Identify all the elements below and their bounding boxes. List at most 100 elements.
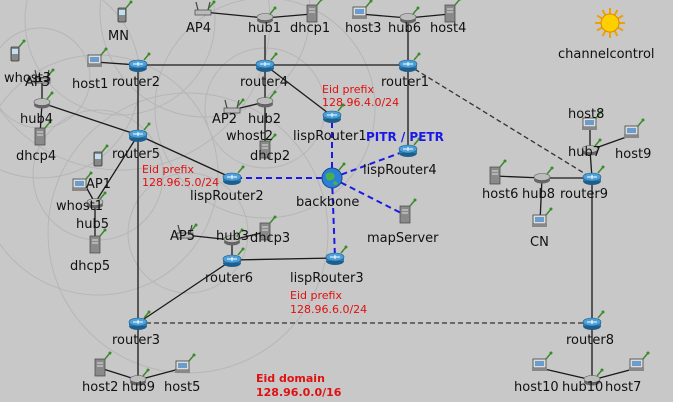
label-router6: router6 — [205, 271, 253, 286]
label-hub10: hub10 — [562, 380, 604, 395]
label-lisprouter2: lispRouter2 — [190, 189, 264, 204]
label-mapserver: mapServer — [367, 231, 439, 246]
lisprouter1-icon[interactable] — [322, 103, 345, 124]
mn-icon[interactable] — [117, 0, 133, 23]
hub6-icon[interactable] — [399, 6, 420, 24]
mapserver-icon[interactable] — [399, 198, 417, 224]
label-router8: router8 — [566, 333, 614, 348]
label-hub2: hub2 — [248, 112, 282, 127]
label-host7: host7 — [605, 380, 642, 395]
label-host4: host4 — [430, 21, 467, 36]
label-host5: host5 — [164, 380, 201, 395]
label-dhcp3: dhcp3 — [250, 231, 291, 246]
dhcp1-icon[interactable] — [306, 0, 324, 23]
eid-prefix-label-3: Eid prefix — [290, 289, 342, 302]
ap3-icon[interactable] — [33, 68, 55, 84]
host1-icon[interactable] — [87, 47, 108, 68]
label-hub9: hub9 — [122, 380, 156, 395]
whost3-icon[interactable] — [10, 39, 26, 62]
label-dhcp5: dhcp5 — [70, 259, 111, 274]
label-ap4: AP4 — [186, 21, 212, 36]
eid-prefix-value-3: 128.96.6.0/24 — [290, 303, 368, 316]
label-router3: router3 — [112, 333, 160, 348]
eid-prefix-label-2: Eid prefix — [142, 163, 194, 176]
host8-icon[interactable] — [582, 110, 603, 131]
backbone-icon[interactable] — [321, 162, 346, 189]
label-router2: router2 — [112, 75, 160, 90]
dhcp4-icon[interactable] — [34, 120, 52, 146]
eid-domain-value: 128.96.0.0/16 — [256, 386, 342, 399]
label-dhcp1: dhcp1 — [290, 21, 331, 36]
label-router5: router5 — [112, 147, 160, 162]
label-ap2: AP2 — [212, 112, 238, 127]
dhcp5-icon[interactable] — [89, 228, 107, 254]
label-mn: MN — [108, 29, 129, 44]
label-lisprouter1: lispRouter1 — [293, 129, 367, 144]
lisprouter3-icon[interactable] — [325, 245, 348, 266]
router3-icon[interactable] — [128, 310, 151, 331]
label-hub8: hub8 — [522, 187, 556, 202]
label-host1: host1 — [72, 77, 109, 92]
hub4-icon[interactable] — [33, 91, 54, 109]
label-backbone: backbone — [296, 195, 360, 210]
label-hub5: hub5 — [76, 217, 110, 232]
whost1-icon[interactable] — [72, 171, 93, 192]
label-host3: host3 — [345, 21, 382, 36]
hub2-icon[interactable] — [256, 90, 277, 108]
label-host2: host2 — [82, 380, 119, 395]
hub8-icon[interactable] — [533, 166, 554, 184]
label-host6: host6 — [482, 187, 519, 202]
host5-icon[interactable] — [175, 353, 196, 374]
router4-icon[interactable] — [255, 52, 278, 73]
ap1-icon[interactable] — [93, 144, 109, 167]
dhcp3-icon[interactable] — [259, 215, 277, 241]
hub5-icon[interactable] — [86, 191, 107, 209]
host6-icon[interactable] — [489, 159, 507, 185]
host2-icon[interactable] — [94, 351, 112, 377]
host7-icon[interactable] — [629, 351, 650, 372]
host9-icon[interactable] — [624, 118, 645, 139]
eid-prefix-value-1: 128.96.4.0/24 — [322, 96, 400, 109]
label-host9: host9 — [615, 147, 652, 162]
host10-icon[interactable] — [532, 351, 553, 372]
router5-icon[interactable] — [128, 122, 151, 143]
lisprouter2-icon[interactable] — [222, 165, 245, 186]
label-hub4: hub4 — [20, 112, 54, 127]
hub7-icon[interactable] — [581, 138, 602, 156]
label-router9: router9 — [560, 187, 608, 202]
router2-icon[interactable] — [128, 52, 151, 73]
eid-domain-label: Eid domain — [256, 372, 325, 385]
hub1-icon[interactable] — [256, 6, 277, 24]
hub9-icon[interactable] — [129, 368, 150, 386]
host4-icon[interactable] — [444, 0, 462, 23]
pitr-petr-label: PITR / PETR — [366, 130, 444, 144]
label-cn: CN — [530, 235, 549, 250]
lisprouter4-icon[interactable] — [398, 137, 421, 158]
eid-prefix-value-2: 128.96.5.0/24 — [142, 176, 220, 189]
label-hub1: hub1 — [248, 21, 282, 36]
cn-icon[interactable] — [532, 207, 553, 228]
router9-icon[interactable] — [582, 165, 605, 186]
dhcp2-icon[interactable] — [259, 133, 277, 159]
label-host10: host10 — [514, 380, 559, 395]
router1-icon[interactable] — [398, 52, 421, 73]
hub3-icon[interactable] — [223, 228, 244, 246]
channelcontrol-icon[interactable] — [595, 8, 625, 38]
ap2-icon[interactable] — [223, 98, 245, 114]
label-dhcp2: dhcp2 — [250, 149, 291, 164]
label-ap5: AP5 — [170, 229, 196, 244]
eid-prefix-label-1: Eid prefix — [322, 83, 374, 96]
label-hub7: hub7 — [568, 145, 602, 160]
label-router1: router1 — [381, 75, 429, 90]
label-lisprouter3: lispRouter3 — [290, 271, 364, 286]
label-lisprouter4: lispRouter4 — [363, 163, 437, 178]
ap4-icon[interactable] — [194, 0, 216, 16]
router6-icon[interactable] — [222, 247, 245, 268]
hub10-icon[interactable] — [583, 368, 604, 386]
dashed-links — [138, 64, 593, 324]
host3-icon[interactable] — [352, 0, 373, 19]
router8-icon[interactable] — [582, 310, 605, 331]
label-whost3: whost3 — [4, 71, 51, 86]
ap5-icon[interactable] — [176, 223, 198, 239]
